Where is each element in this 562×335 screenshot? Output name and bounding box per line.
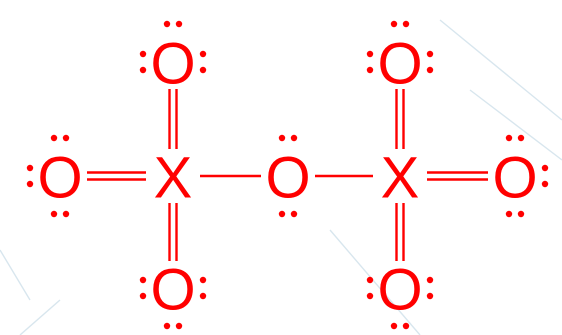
electron-dot bbox=[517, 134, 525, 142]
watermark-line bbox=[19, 299, 61, 335]
atom-o-outer-right: O bbox=[492, 146, 537, 211]
lone-pair-o-bottom-left-left bbox=[139, 276, 147, 300]
lone-pair-o-bottom-right-bottom bbox=[390, 322, 410, 330]
electron-dot bbox=[366, 66, 374, 74]
electron-dot bbox=[163, 322, 171, 330]
bond-x2-o_bottom_right bbox=[395, 203, 405, 261]
electron-dot bbox=[278, 210, 286, 218]
electron-dot bbox=[199, 66, 207, 74]
lone-pair-o-bridge-top bbox=[278, 134, 298, 142]
electron-dot bbox=[199, 276, 207, 284]
lone-pair-o-bridge-bottom bbox=[278, 210, 298, 218]
electron-dot bbox=[505, 210, 513, 218]
electron-dot bbox=[139, 276, 147, 284]
atom-o-outer-left: O bbox=[37, 146, 82, 211]
lone-pair-o-outer-right-bottom bbox=[505, 210, 525, 218]
electron-dot bbox=[26, 180, 34, 188]
electron-dot bbox=[175, 322, 183, 330]
electron-dot bbox=[62, 134, 70, 142]
electron-dot bbox=[199, 50, 207, 58]
lone-pair-o-top-left-right bbox=[199, 50, 207, 74]
lone-pair-o-top-right-left bbox=[366, 50, 374, 74]
bond-x2-o_top_right bbox=[395, 89, 405, 149]
electron-dot bbox=[163, 20, 171, 28]
electron-dot bbox=[426, 66, 434, 74]
lone-pair-o-top-right-top bbox=[390, 20, 410, 28]
atom-x1: X bbox=[154, 146, 193, 211]
electron-dot bbox=[139, 50, 147, 58]
lone-pair-o-bottom-left-bottom bbox=[163, 322, 183, 330]
electron-dot bbox=[390, 20, 398, 28]
bond-x1-o_top_left bbox=[168, 89, 178, 149]
bond-x1-o_bottom_left bbox=[168, 203, 178, 261]
electron-dot bbox=[402, 20, 410, 28]
electron-dot bbox=[175, 20, 183, 28]
electron-dot bbox=[366, 292, 374, 300]
lone-pair-o-outer-right-top bbox=[505, 134, 525, 142]
lone-pair-o-outer-left-bottom bbox=[50, 210, 70, 218]
watermark-line bbox=[439, 19, 562, 121]
electron-dot bbox=[62, 210, 70, 218]
atom-x2: X bbox=[381, 146, 420, 211]
electron-dot bbox=[402, 322, 410, 330]
watermark bbox=[0, 19, 562, 335]
lone-pair-o-outer-right-right bbox=[541, 164, 549, 188]
electron-dot bbox=[139, 66, 147, 74]
electron-dot bbox=[290, 134, 298, 142]
electron-dot bbox=[139, 292, 147, 300]
electron-dot bbox=[541, 180, 549, 188]
atom-o-top-left: O bbox=[150, 32, 195, 97]
electron-dot bbox=[26, 164, 34, 172]
lone-pair-o-top-left-left bbox=[139, 50, 147, 74]
lone-pair-o-bottom-left-right bbox=[199, 276, 207, 300]
lone-pair-o-bottom-right-left bbox=[366, 276, 374, 300]
watermark-line bbox=[0, 249, 31, 301]
bond-x2-o_outer_right bbox=[427, 171, 488, 181]
lone-pair-o-top-right-right bbox=[426, 50, 434, 74]
electron-dot bbox=[50, 210, 58, 218]
watermark-line bbox=[469, 89, 562, 161]
lone-pairs-layer bbox=[26, 20, 549, 330]
atom-o-top-right: O bbox=[377, 32, 422, 97]
atom-o-bottom-left: O bbox=[150, 258, 195, 323]
electron-dot bbox=[426, 276, 434, 284]
electron-dot bbox=[50, 134, 58, 142]
electron-dot bbox=[517, 210, 525, 218]
electron-dot bbox=[426, 50, 434, 58]
watermark-line bbox=[329, 229, 421, 335]
electron-dot bbox=[426, 292, 434, 300]
electron-dot bbox=[366, 50, 374, 58]
electron-dot bbox=[199, 292, 207, 300]
atom-o-bottom-right: O bbox=[377, 258, 422, 323]
electron-dot bbox=[278, 134, 286, 142]
lone-pair-o-bottom-right-right bbox=[426, 276, 434, 300]
electron-dot bbox=[505, 134, 513, 142]
electron-dot bbox=[541, 164, 549, 172]
lone-pair-o-outer-left-top bbox=[50, 134, 70, 142]
electron-dot bbox=[390, 322, 398, 330]
electron-dot bbox=[366, 276, 374, 284]
bonds-layer bbox=[87, 89, 488, 261]
atom-o-bridge: O bbox=[265, 146, 310, 211]
electron-dot bbox=[290, 210, 298, 218]
lone-pair-o-top-left-top bbox=[163, 20, 183, 28]
lone-pair-o-outer-left-left bbox=[26, 164, 34, 188]
bond-x1-o_outer_left bbox=[87, 171, 146, 181]
